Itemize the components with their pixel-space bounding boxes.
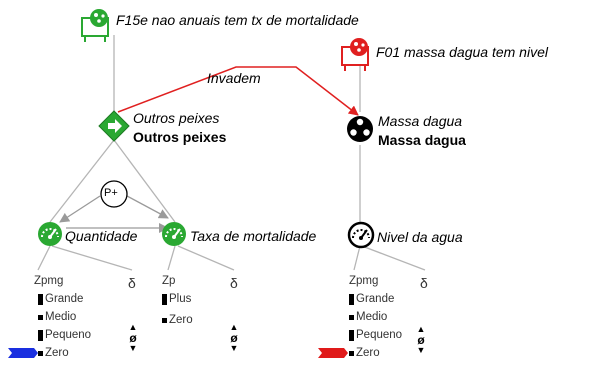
- quantity-value-row[interactable]: Pequeno: [38, 329, 91, 341]
- quantity-name-quantidade[interactable]: Quantidade: [65, 228, 138, 244]
- interval-marker: [162, 293, 167, 305]
- quantity-value-row[interactable]: Grande: [38, 293, 83, 305]
- derivative-value: ø: [129, 331, 137, 345]
- current-value-marker-blue: [8, 348, 38, 358]
- quantity-value-label: Grande: [356, 293, 395, 305]
- correspondence-arrow-right: [126, 195, 169, 219]
- derivative-stack[interactable]: ▲ ø ▼: [416, 325, 426, 355]
- gauge-icon-taxa[interactable]: [162, 222, 186, 246]
- quantity-value-label: Zero: [356, 347, 380, 359]
- quantity-value-label: Zero: [169, 314, 193, 326]
- interval-marker: [38, 293, 43, 305]
- quantity-value-row[interactable]: Plus: [162, 293, 191, 305]
- quantity-value-row[interactable]: Grande: [349, 293, 394, 305]
- quantity-value-row[interactable]: Zero: [162, 314, 193, 326]
- arrow-up-icon: ▲: [416, 324, 426, 334]
- interval-marker: [349, 293, 354, 305]
- derivative-label: δ: [420, 275, 428, 291]
- quantity-value-label: Zero: [45, 347, 69, 359]
- gauge-icon-quantidade[interactable]: [38, 222, 62, 246]
- connector-lines: [37, 35, 426, 271]
- quantity-value-label: Grande: [45, 293, 84, 305]
- line-nivel-space: [353, 245, 361, 271]
- arrow-down-icon: ▼: [416, 345, 426, 355]
- line-quantidade-space: [37, 245, 51, 271]
- arrow-down-icon: ▼: [128, 343, 138, 353]
- quantity-value-label: Pequeno: [356, 329, 403, 341]
- line-entity-to-quantidade: [49, 139, 115, 223]
- scenario-icon-green[interactable]: [81, 9, 109, 42]
- quantity-value-label: Pequeno: [45, 329, 92, 341]
- quantity-space-name: Zpmg: [34, 275, 64, 287]
- quantity-value-row[interactable]: Medio: [38, 311, 76, 323]
- entity-left-italic-label: Outros peixes: [133, 110, 220, 126]
- interval-marker: [349, 329, 354, 341]
- line-entity-to-taxa: [113, 139, 176, 223]
- derivative-label: δ: [128, 275, 136, 291]
- point-marker: [349, 350, 354, 356]
- entity-reel-icon[interactable]: [347, 116, 373, 142]
- correspondence-node[interactable]: [100, 180, 128, 208]
- point-marker: [349, 314, 354, 320]
- line-nivel-derivative: [361, 245, 426, 271]
- quantity-value-row-current[interactable]: Zero: [349, 347, 380, 359]
- derivative-stack[interactable]: ▲ ø ▼: [229, 323, 239, 353]
- arrow-up-icon: ▲: [229, 322, 239, 332]
- arrow-down-icon: ▼: [229, 343, 239, 353]
- entity-diamond-icon[interactable]: [98, 110, 130, 142]
- line-taxa-derivative: [177, 245, 235, 271]
- entity-right-bold-label[interactable]: Massa dagua: [378, 132, 466, 148]
- point-marker: [162, 317, 167, 323]
- gauge-icon-nivel[interactable]: [347, 221, 375, 249]
- quantity-name-nivel[interactable]: Nivel da agua: [377, 229, 463, 245]
- relation-label[interactable]: Invadem: [207, 70, 261, 86]
- interval-marker: [38, 329, 43, 341]
- correspondence-label: P+: [104, 187, 118, 199]
- quantity-value-label: Medio: [45, 311, 77, 323]
- quantity-value-row[interactable]: Medio: [349, 311, 387, 323]
- quantity-value-label: Medio: [356, 311, 388, 323]
- derivative-label: δ: [230, 275, 238, 291]
- quantity-space-name: Zp: [162, 275, 176, 287]
- scenario-label-left[interactable]: F15e nao anuais tem tx de mortalidade: [116, 12, 359, 28]
- derivative-value: ø: [230, 331, 238, 345]
- entity-right-italic-label: Massa dagua: [378, 113, 463, 129]
- quantity-value-row-current[interactable]: Zero: [38, 347, 69, 359]
- quantity-value-row[interactable]: Pequeno: [349, 329, 402, 341]
- entity-left-bold-label[interactable]: Outros peixes: [133, 129, 227, 145]
- correspondence-arrow-left: [59, 195, 101, 223]
- quantity-space-name: Zpmg: [349, 275, 379, 287]
- relation-invadem-arrow[interactable]: [117, 66, 359, 116]
- quantity-name-taxa[interactable]: Taxa de mortalidade: [190, 228, 317, 244]
- scenario-label-right[interactable]: F01 massa dagua tem nivel: [376, 44, 548, 60]
- scenario-icon-red[interactable]: [341, 38, 369, 71]
- line-taxa-space: [167, 245, 176, 271]
- point-marker: [38, 314, 43, 320]
- current-value-marker-red: [318, 348, 348, 358]
- line-quantidade-derivative: [51, 245, 133, 271]
- arrow-up-icon: ▲: [128, 322, 138, 332]
- derivative-value: ø: [417, 333, 425, 347]
- point-marker: [38, 350, 43, 356]
- quantity-value-label: Plus: [169, 293, 192, 305]
- derivative-stack[interactable]: ▲ ø ▼: [128, 323, 138, 353]
